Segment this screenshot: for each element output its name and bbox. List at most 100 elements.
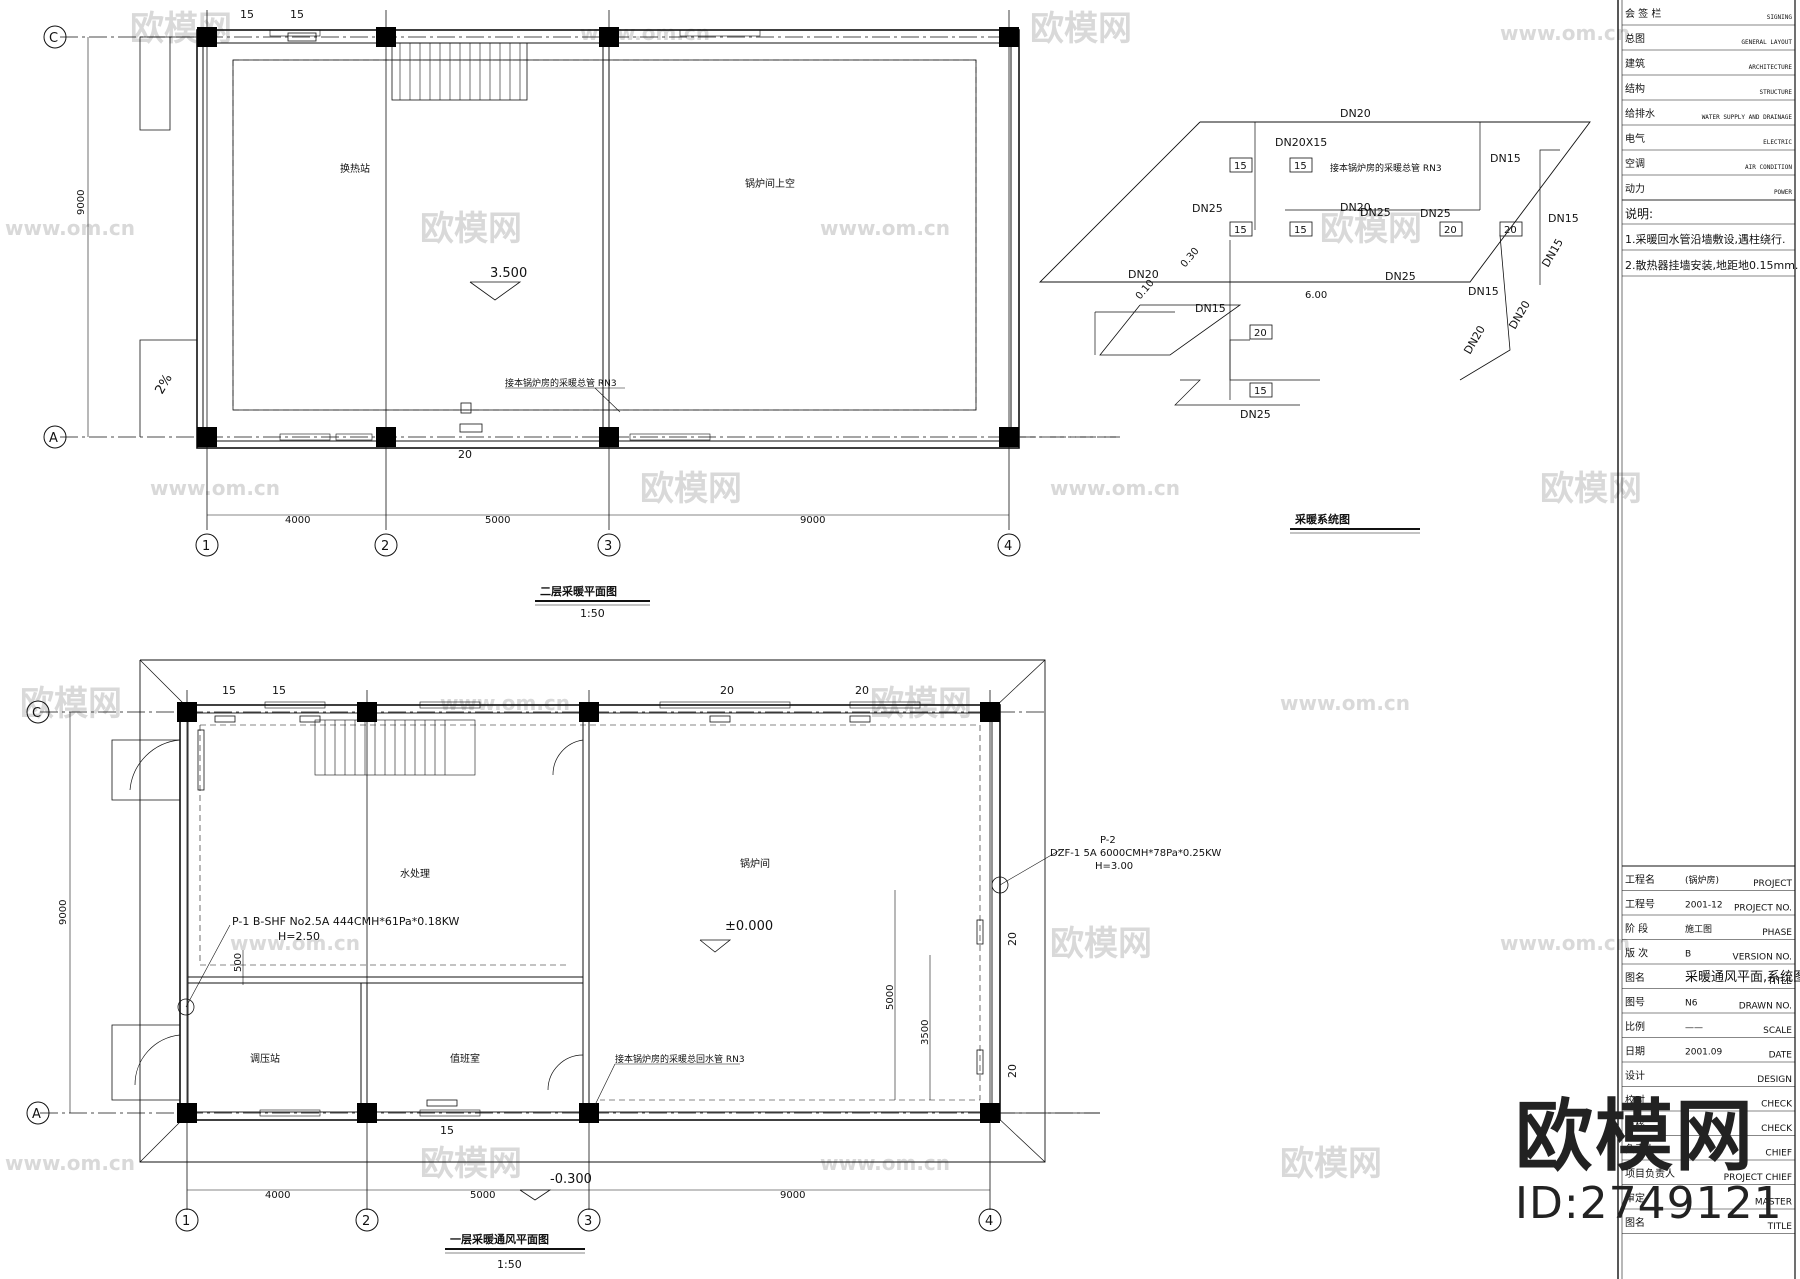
radiator-size-label: 20 xyxy=(855,684,869,697)
system-title: 采暖系统图 xyxy=(1294,512,1350,526)
fan-p2-height: H=3.00 xyxy=(1095,861,1133,872)
wm-brand: 欧模网 xyxy=(1050,924,1152,964)
slope-label: 2% xyxy=(152,372,175,397)
wm-site: www.om.cn xyxy=(230,931,360,955)
radiator-size-label: 15 xyxy=(240,8,254,21)
wm-brand: 欧模网 xyxy=(870,684,972,724)
title-block-field-en: MASTER xyxy=(1755,1198,1792,1208)
radiator-size-label: 20 xyxy=(1006,1064,1019,1078)
title-block-field-en: PROJECT CHIEF xyxy=(1724,1173,1792,1183)
title-block-field-en: DRAWN NO. xyxy=(1739,1002,1792,1012)
title-block-field-en: TITLE xyxy=(1767,977,1793,987)
dimension-text: 9000 xyxy=(780,1190,805,1201)
title-block-field-value: N6 xyxy=(1685,999,1698,1009)
pipe-size: DN25 xyxy=(1385,270,1416,283)
wm-brand: 欧模网 xyxy=(1280,1144,1382,1184)
wm-brand: 欧模网 xyxy=(420,1144,522,1184)
title-block-field-cn: 图名 xyxy=(1625,971,1645,984)
signing-discipline-en: STRUCTURE xyxy=(1759,89,1792,96)
title-block-field-cn: 项目负责人 xyxy=(1625,1167,1675,1180)
level-mark: -0.300 xyxy=(550,1172,592,1187)
signing-discipline-en: GENERAL LAYOUT xyxy=(1741,39,1792,46)
elevation-mark: 0.30 xyxy=(1179,246,1202,270)
radiator-size-label: 15 xyxy=(290,8,304,21)
title-block-field-en: PROJECT NO. xyxy=(1734,904,1792,914)
room-label: 调压站 xyxy=(250,1052,280,1065)
dimension-text: 5000 xyxy=(470,1190,495,1201)
wm-site: www.om.cn xyxy=(5,1151,135,1175)
signing-discipline-cn: 给排水 xyxy=(1625,107,1655,120)
dimension-text: 4000 xyxy=(285,515,310,526)
fan-p2-name: P-2 xyxy=(1100,835,1116,846)
pipe-size: DN20 xyxy=(1506,298,1533,331)
wm-site: www.om.cn xyxy=(1500,21,1630,45)
title-block-field-value: —— xyxy=(1685,1023,1703,1033)
pipe-note: 接本锅炉房的采暖总回水管 RN3 xyxy=(615,1053,745,1065)
title-block-field-cn: 图号 xyxy=(1625,997,1645,1009)
radiator-size-label: 20 xyxy=(1504,225,1517,236)
notes-heading: 说明: xyxy=(1625,206,1653,221)
signing-discipline-en: POWER xyxy=(1774,189,1792,196)
radiator-size-label: 15 xyxy=(1234,161,1247,172)
fan-p1-spec: P-1 B-SHF No2.5A 444CMH*61Pa*0.18KW xyxy=(232,915,460,928)
upper-floor-heating-plan: 15 15 20 换热站 锅炉间上空 3.500 2% 接本锅炉房的采暖总管 R… xyxy=(43,8,1120,620)
level-mark: 3.500 xyxy=(490,266,527,281)
signing-discipline-cn: 结构 xyxy=(1625,82,1645,95)
fan-p1-height: H=2.50 xyxy=(278,930,320,943)
dimension-text: 9000 xyxy=(76,190,87,215)
radiator-size-label: 20 xyxy=(720,684,734,697)
dimension-text: 5000 xyxy=(885,985,896,1010)
radiator-size-label: 15 xyxy=(1254,386,1267,397)
axis-bubble-a: A xyxy=(49,431,58,446)
signing-discipline-cn: 总图 xyxy=(1625,32,1645,45)
pipe-size: DN15 xyxy=(1548,212,1579,225)
wm-site: www.om.cn xyxy=(820,1151,950,1175)
title-block-field-cn: 工程号 xyxy=(1625,899,1655,911)
title-block-field-value: B xyxy=(1685,950,1691,960)
title-block-field-cn: 审定 xyxy=(1625,1192,1645,1205)
axis-bubble-2: 2 xyxy=(381,539,389,554)
radiator-size-label: 20 xyxy=(1254,328,1267,339)
ground-floor-heating-ventilation-plan: 15 15 20 20 15 20 20 水处理 锅炉间 调压站 值班室 ±0.… xyxy=(26,659,1221,1271)
axis-bubble-4: 4 xyxy=(1004,539,1012,554)
dimension-text: 500 xyxy=(233,953,244,972)
pipe-size: DN25 xyxy=(1360,206,1391,219)
title-block-field-value: (锅炉房) xyxy=(1685,874,1719,886)
wm-site: www.om.cn xyxy=(1050,476,1180,500)
signing-discipline-en: AIR CONDITION xyxy=(1745,164,1792,171)
title-block-field-cn: 阶 段 xyxy=(1625,922,1648,935)
radiator-size-label: 20 xyxy=(458,448,472,461)
level-mark: ±0.000 xyxy=(725,919,773,934)
title-block-field-en: PROJECT xyxy=(1753,879,1792,889)
wm-site: www.om.cn xyxy=(5,216,135,240)
pipe-size: DN15 xyxy=(1468,285,1499,298)
pipe-size: DN25 xyxy=(1192,202,1223,215)
title-block-field-value: 采暖通风平面,系统图 xyxy=(1685,970,1800,985)
signing-discipline-en: WATER SUPPLY AND DRAINAGE xyxy=(1702,114,1793,121)
watermark-layer: 欧模网 www.om.cn 欧模网 www.om.cn www.om.cn 欧模… xyxy=(5,9,1642,1184)
dimension-text: 4000 xyxy=(265,1190,290,1201)
note-item: 2.散热器挂墙安装,地距地0.15mm. xyxy=(1625,258,1798,272)
signing-discipline-cn: 建筑 xyxy=(1625,57,1645,70)
axis-bubble-c: C xyxy=(49,31,58,46)
room-label: 锅炉间上空 xyxy=(745,177,795,190)
note-item: 1.采暖回水管沿墙敷设,遇柱绕行. xyxy=(1625,232,1786,246)
radiator-size-label: 20 xyxy=(1006,932,1019,946)
title-block-field-cn: 审核 xyxy=(1625,1118,1645,1131)
title-block-field-en: DATE xyxy=(1769,1051,1793,1061)
signing-discipline-cn: 空调 xyxy=(1625,157,1645,170)
signing-discipline-cn: 电气 xyxy=(1625,132,1645,145)
wm-brand: 欧模网 xyxy=(1030,9,1132,49)
pipe-note: 接本锅炉房的采暖总管 RN3 xyxy=(505,377,617,389)
pipe-size: DN15 xyxy=(1195,302,1226,315)
plan-title: 一层采暖通风平面图 xyxy=(450,1232,549,1246)
pipe-size: DN15 xyxy=(1539,236,1566,269)
axis-bubble-4: 4 xyxy=(985,1214,993,1229)
axis-bubble-a: A xyxy=(32,1107,41,1122)
title-block-field-en: VERSION NO. xyxy=(1733,953,1792,963)
radiator-size-label: 20 xyxy=(1444,225,1457,236)
